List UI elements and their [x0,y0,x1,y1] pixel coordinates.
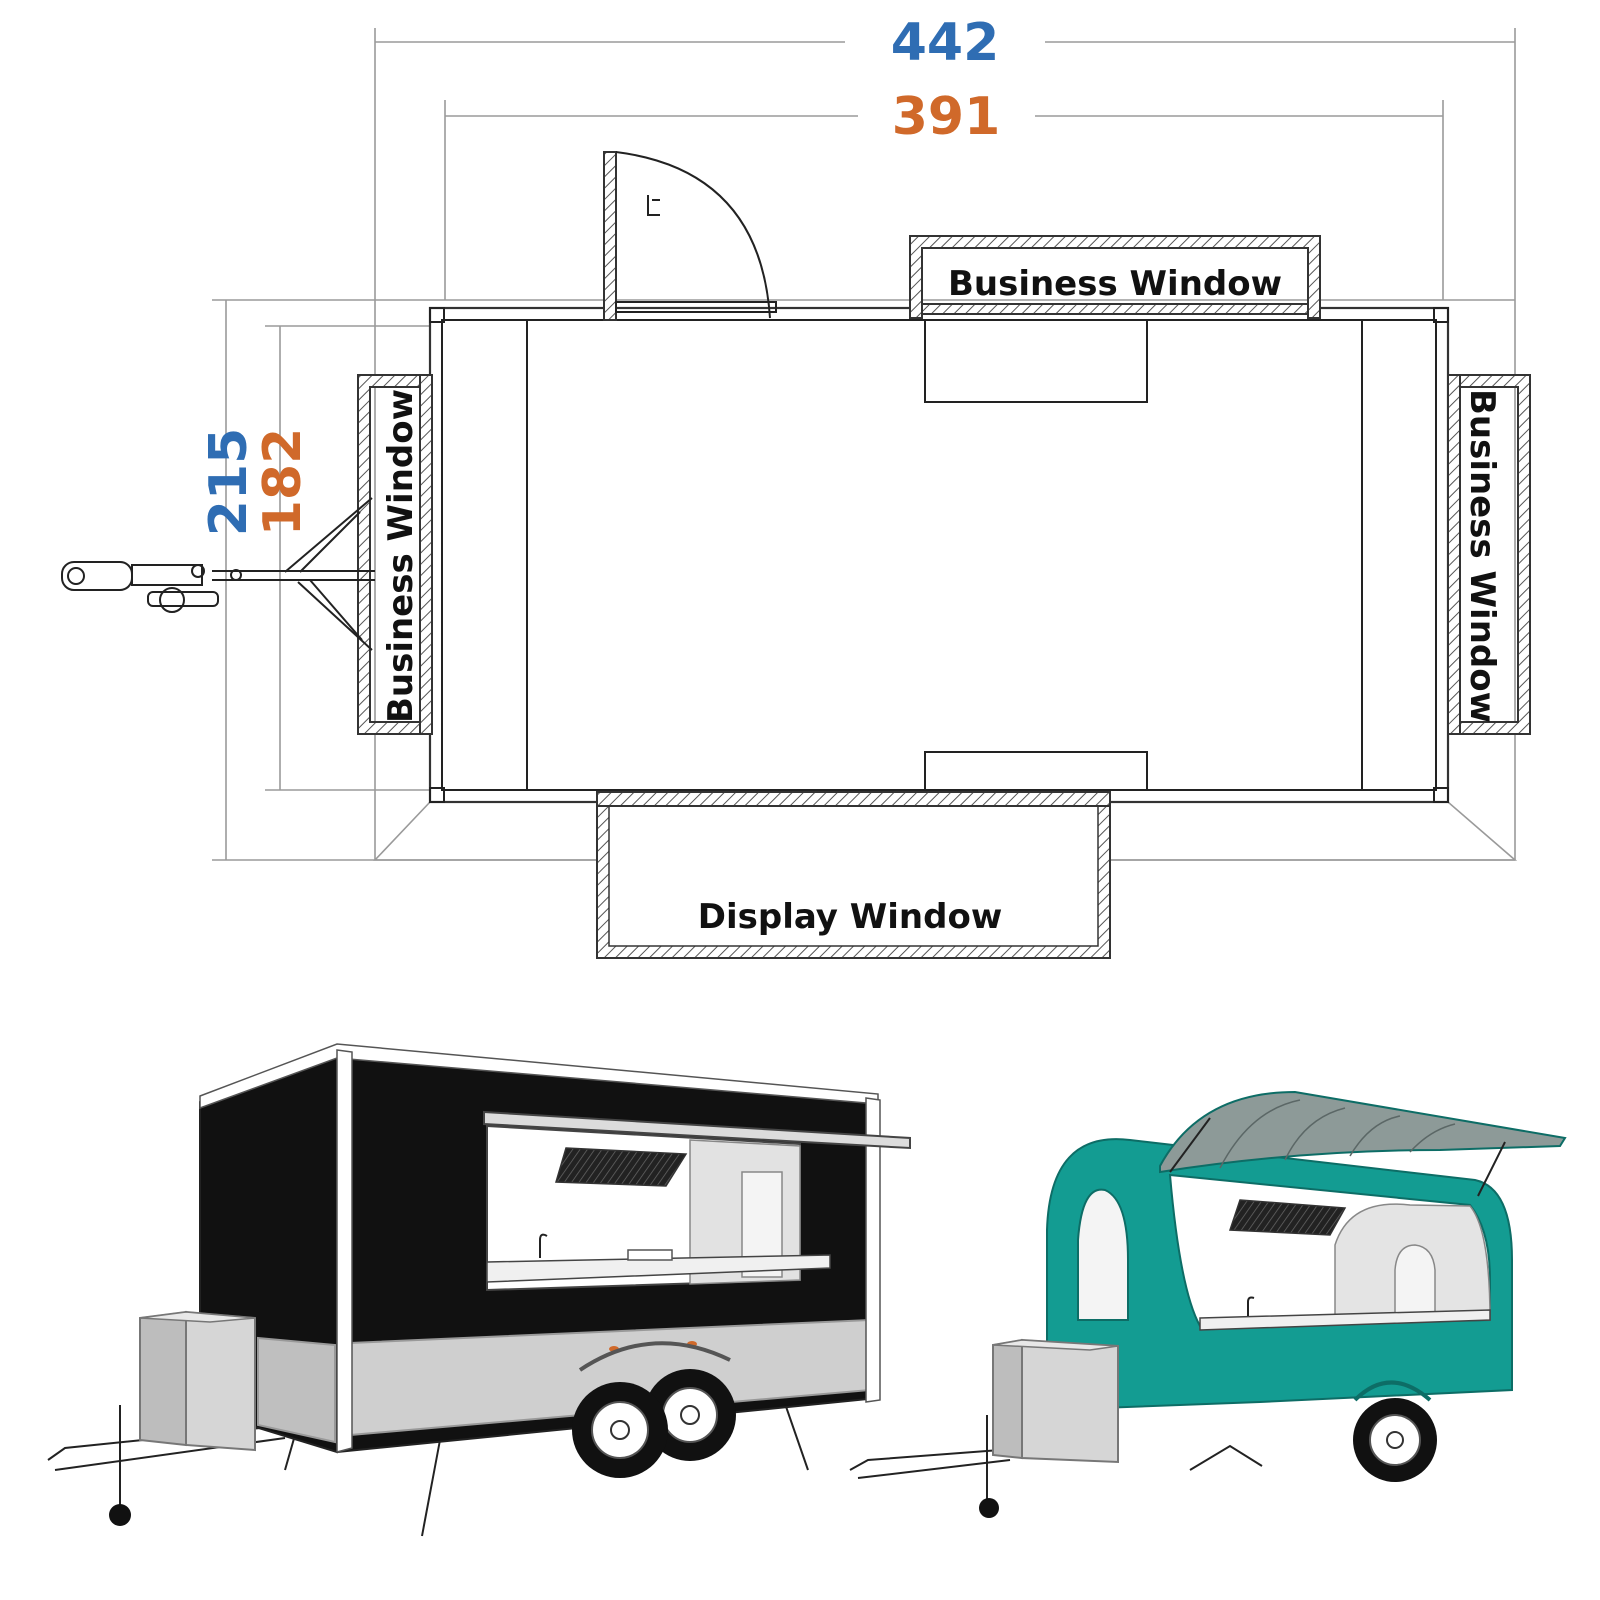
business-window-right-label: Business Window [1462,389,1502,723]
counter-bottom [924,751,1148,791]
entry-door [603,151,777,321]
outer-width-label: 215 [199,428,259,537]
round-trailer-wheel [1353,1380,1437,1482]
square-trailer-toolbox [139,1310,187,1447]
square-trailer-awning [483,1110,911,1150]
display-window-bottom-label: Display Window [698,897,1002,937]
round-trailer-illustration [849,1090,1567,1518]
round-trailer-side-window [1077,1188,1129,1321]
inner-width-label: 182 [253,428,313,537]
square-trailer-hood [555,1147,688,1187]
inner-length-label: 391 [892,87,1001,147]
square-trailer-illustration [47,1043,911,1537]
floor-plan: 442 391 215 182 [61,13,1531,959]
business-window-top-label: Business Window [948,264,1282,304]
business-window-right: Business Window [1447,374,1531,735]
round-trailer-hood [1228,1199,1347,1236]
dimension-inner-length: 391 [444,87,1444,300]
outer-length-label: 442 [891,13,1000,73]
trailer-body [428,306,1450,804]
round-trailer-toolbox [992,1338,1023,1460]
business-window-left-label: Business Window [381,389,421,723]
business-window-left: Business Window [357,374,433,735]
tow-hitch [61,497,375,651]
square-trailer-wheels [572,1369,736,1478]
counter-top [924,319,1148,403]
business-window-top: Business Window [909,235,1321,319]
round-trailer-awning [1159,1090,1567,1174]
display-window-bottom: Display Window [596,791,1111,959]
